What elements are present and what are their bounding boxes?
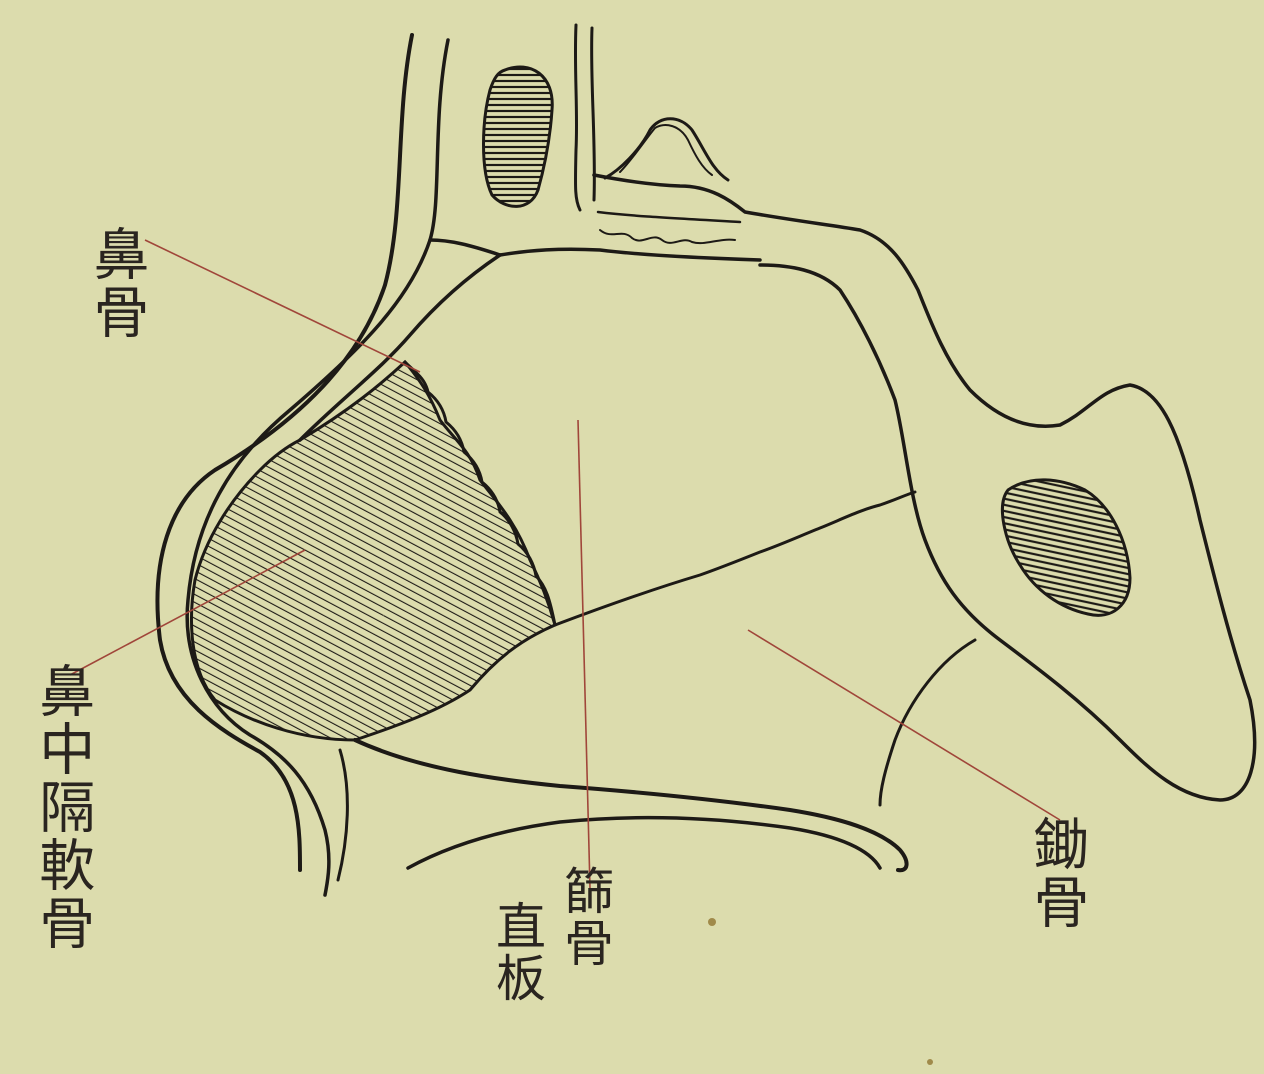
ink-speck — [927, 1059, 933, 1065]
hard-palate-upper — [355, 740, 907, 870]
label-ethmoid-perpendicular-plate-col1: 篩骨 — [560, 865, 610, 969]
vomer-posterior-edge — [880, 640, 975, 805]
cribriform-plate — [598, 212, 740, 222]
leader-ethmoid-perpendicular-plate — [578, 420, 590, 888]
ethmoid-vomer-suture — [555, 492, 915, 625]
frontal-line-left — [575, 25, 580, 210]
cribriform-wave — [600, 230, 735, 243]
label-ethmoid-perpendicular-plate-col2: 直板 — [492, 900, 542, 1004]
label-septal-cartilage: 鼻中隔軟骨 — [30, 662, 93, 952]
septal-cartilage — [192, 362, 555, 740]
frontal-sinus — [484, 67, 553, 206]
crista-galli-inner — [620, 125, 712, 175]
label-nasal-bone: 鼻骨 — [88, 225, 144, 341]
crista-galli — [605, 119, 728, 180]
ink-speck — [708, 918, 716, 926]
leader-vomer — [748, 630, 1060, 820]
hard-palate-lower — [408, 818, 880, 868]
label-vomer: 鋤骨 — [1028, 815, 1084, 931]
lip-stroke — [338, 750, 347, 880]
sphenoid-sinus — [1002, 480, 1130, 615]
sphenoid-roof — [594, 175, 1255, 800]
